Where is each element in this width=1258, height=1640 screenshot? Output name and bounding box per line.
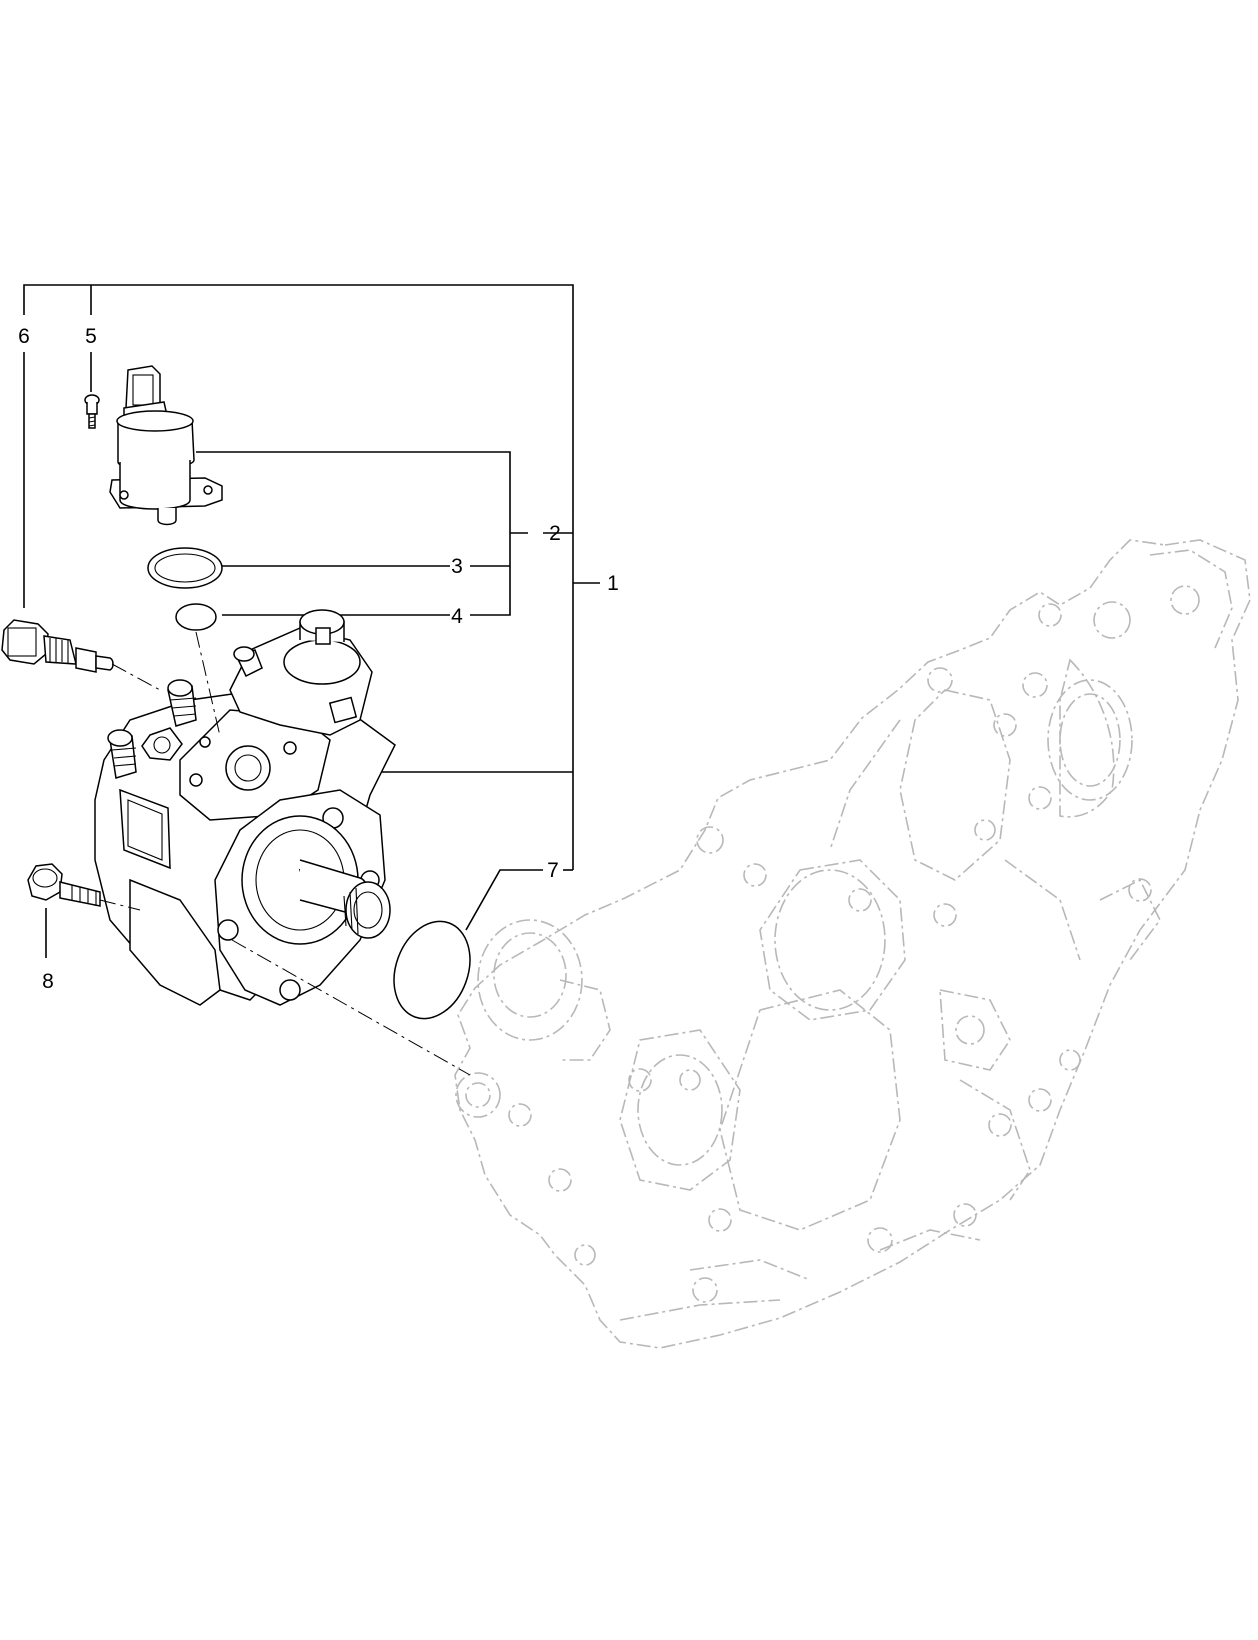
callout-6: 6	[18, 325, 30, 348]
callout-2: 2	[549, 522, 561, 545]
pressure-regulator-valve-part-2	[109, 365, 223, 526]
callout-1: 1	[607, 572, 619, 595]
callout-numbers: 6 5 2 3 4 1 7 8	[18, 325, 619, 993]
engine-front-cover-ghost	[454, 539, 1251, 1349]
callout-8: 8	[42, 970, 54, 993]
callout-leader-lines	[23, 284, 600, 958]
flange-bolt-part-8	[27, 863, 101, 907]
seal-ring-part-3	[147, 547, 223, 589]
temperature-sensor-part-6	[1, 619, 114, 673]
screw-part-5	[84, 394, 100, 429]
callout-4: 4	[451, 605, 463, 628]
assembly-centerlines	[99, 631, 471, 1076]
callout-5: 5	[85, 325, 97, 348]
o-ring-part-7	[393, 920, 471, 1020]
o-ring-part-4	[175, 603, 217, 631]
callout-7: 7	[547, 859, 559, 882]
callout-3: 3	[451, 555, 463, 578]
fuel-pump-part-1	[94, 609, 396, 1006]
